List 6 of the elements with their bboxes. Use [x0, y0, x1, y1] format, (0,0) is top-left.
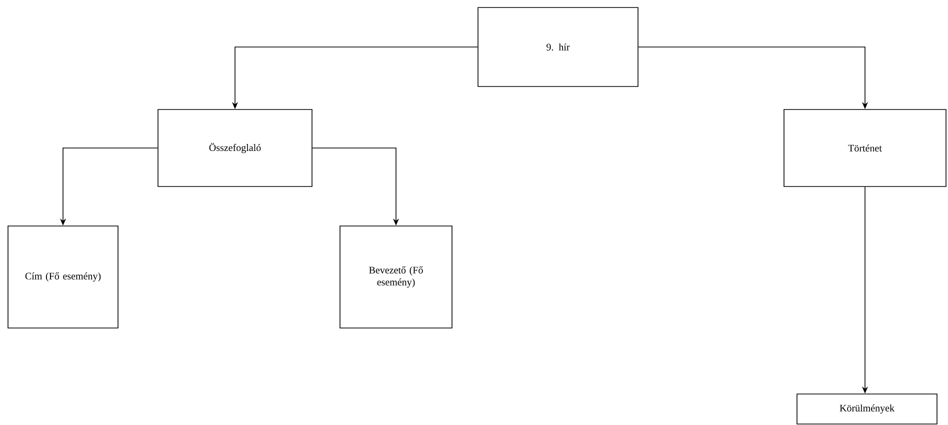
process-box: Cím (Fő esemény) [8, 226, 118, 328]
process-box: Összefoglaló [158, 109, 312, 187]
process-box: Bevezető (Fő esemény) [340, 226, 452, 328]
process-box: Történet [784, 109, 946, 187]
process-box: 9. hír [478, 7, 638, 87]
process-box: Körülmények [796, 394, 938, 424]
